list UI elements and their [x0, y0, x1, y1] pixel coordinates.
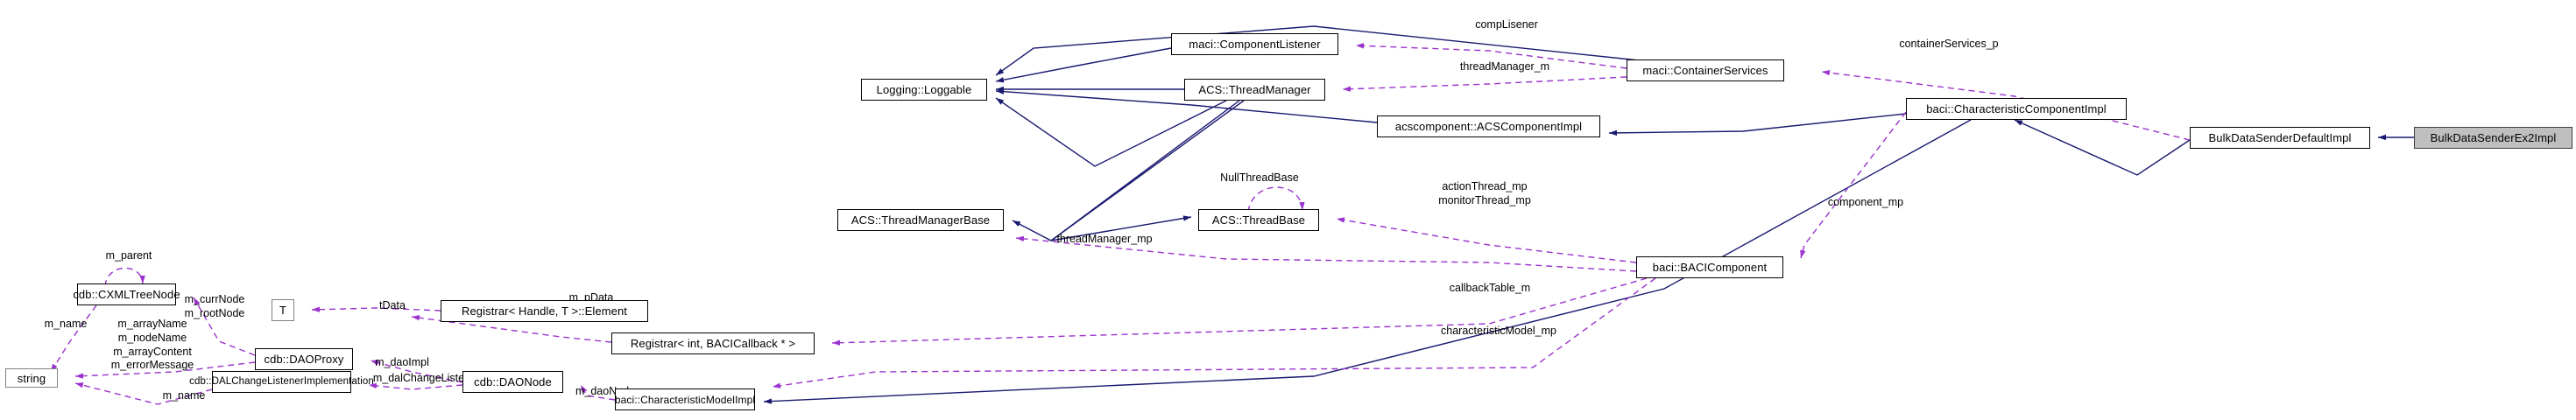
node-maci-containerservices[interactable]: maci::ContainerServices: [1627, 60, 1784, 81]
node-label: ACS::ThreadBase: [1211, 214, 1306, 227]
edge-label-m-parent: m_parent: [105, 249, 152, 262]
node-acs-threadmanager[interactable]: ACS::ThreadManager: [1184, 79, 1325, 101]
node-baci-bacicomponent[interactable]: baci::BACIComponent: [1636, 256, 1783, 278]
node-logging-loggable[interactable]: Logging::Loggable: [861, 79, 987, 101]
edge-label-monitorthread-mp: monitorThread_mp: [1438, 194, 1531, 206]
node-label: T: [279, 304, 287, 317]
node-label: acscomponent::ACSComponentImpl: [1394, 120, 1583, 133]
node-label: baci::BACIComponent: [1652, 261, 1768, 274]
edge-label-component-mp: component_mp: [1827, 196, 1904, 208]
node-label: Registrar< int, BACICallback * >: [630, 337, 796, 350]
node-registrar-int-bacicallback[interactable]: Registrar< int, BACICallback * >: [611, 332, 815, 354]
node-label: cdb::DALChangeListenerImplementation: [189, 375, 374, 387]
usage-edges: [50, 43, 2191, 405]
edge-label-characteristicmodel-mp: characteristicModel_mp: [1441, 325, 1556, 337]
node-label: string: [17, 371, 46, 385]
node-label: BulkDataSenderEx2Impl: [2430, 131, 2557, 144]
edge-label-m-errormessage: m_errorMessage: [110, 359, 194, 371]
edge-label-tdata: tData: [379, 299, 406, 312]
node-label: BulkDataSenderDefaultImpl: [2208, 131, 2352, 144]
node-baci-characteristiccomponentimpl[interactable]: baci::CharacteristicComponentImpl: [1906, 98, 2127, 120]
node-label: ACS::ThreadManager: [1198, 83, 1311, 96]
edge-label-actionthread-mp: actionThread_mp: [1442, 180, 1528, 192]
node-bulkdatasenderex2impl[interactable]: BulkDataSenderEx2Impl: [2414, 127, 2572, 149]
node-label: ACS::ThreadManagerBase: [850, 214, 991, 227]
inheritance-edges: [763, 25, 2414, 404]
edge-label-containerservices-p: containerServices_p: [1899, 38, 1999, 50]
node-acscomponent-acscomponentimpl[interactable]: acscomponent::ACSComponentImpl: [1377, 116, 1600, 137]
node-label: cdb::CXMLTreeNode: [73, 288, 180, 301]
edge-label-m-arrayname: m_arrayName: [117, 318, 187, 330]
node-label: baci::CharacteristicComponentImpl: [1926, 102, 2107, 116]
edge-label-threadmanager-mp: threadManager_mp: [1056, 233, 1153, 245]
edge-label-complistener: compLisener: [1475, 18, 1538, 31]
node-label: cdb::DAOProxy: [264, 353, 344, 366]
node-label: cdb::DAONode: [474, 375, 552, 388]
node-acs-threadbase[interactable]: ACS::ThreadBase: [1198, 209, 1319, 231]
node-label: baci::CharacteristicModelImpl: [614, 393, 756, 406]
node-label: Registrar< Handle, T >::Element: [461, 304, 628, 318]
edge-label-m-daoimpl: m_daoImpl: [375, 356, 429, 368]
node-cdb-dalchangelistenerimplementation[interactable]: cdb::DALChangeListenerImplementation: [189, 371, 374, 393]
node-registrar-handle-element[interactable]: Registrar< Handle, T >::Element: [441, 300, 648, 322]
node-label: maci::ContainerServices: [1642, 64, 1768, 77]
node-bulkdatasenderdefaultimpl[interactable]: BulkDataSenderDefaultImpl: [2190, 127, 2370, 149]
edge-label-threadmanager-m: threadManager_m: [1459, 60, 1550, 73]
node-string[interactable]: string: [5, 368, 58, 388]
node-maci-componentlistener[interactable]: maci::ComponentListener: [1171, 33, 1338, 55]
edge-label-nullthreadbase: NullThreadBase: [1220, 172, 1299, 184]
node-label: maci::ComponentListener: [1189, 38, 1321, 51]
node-label: Logging::Loggable: [876, 83, 972, 96]
node-template-parameter-t[interactable]: T: [272, 299, 294, 321]
node-cdb-daonode[interactable]: cdb::DAONode: [462, 371, 563, 393]
node-acs-threadmanagerbase[interactable]: ACS::ThreadManagerBase: [837, 209, 1004, 231]
node-baci-characteristicmodelimpl[interactable]: baci::CharacteristicModelImpl: [615, 388, 755, 410]
edge-label-m-nodename: m_nodeName: [117, 332, 187, 344]
node-cdb-daoproxy[interactable]: cdb::DAOProxy: [255, 348, 353, 370]
node-cdb-cxmltreenode[interactable]: cdb::CXMLTreeNode: [73, 284, 180, 305]
edge-label-m-arraycontent: m_arrayContent: [113, 346, 192, 358]
edge-label-callbacktable-m: callbackTable_m: [1449, 282, 1531, 294]
